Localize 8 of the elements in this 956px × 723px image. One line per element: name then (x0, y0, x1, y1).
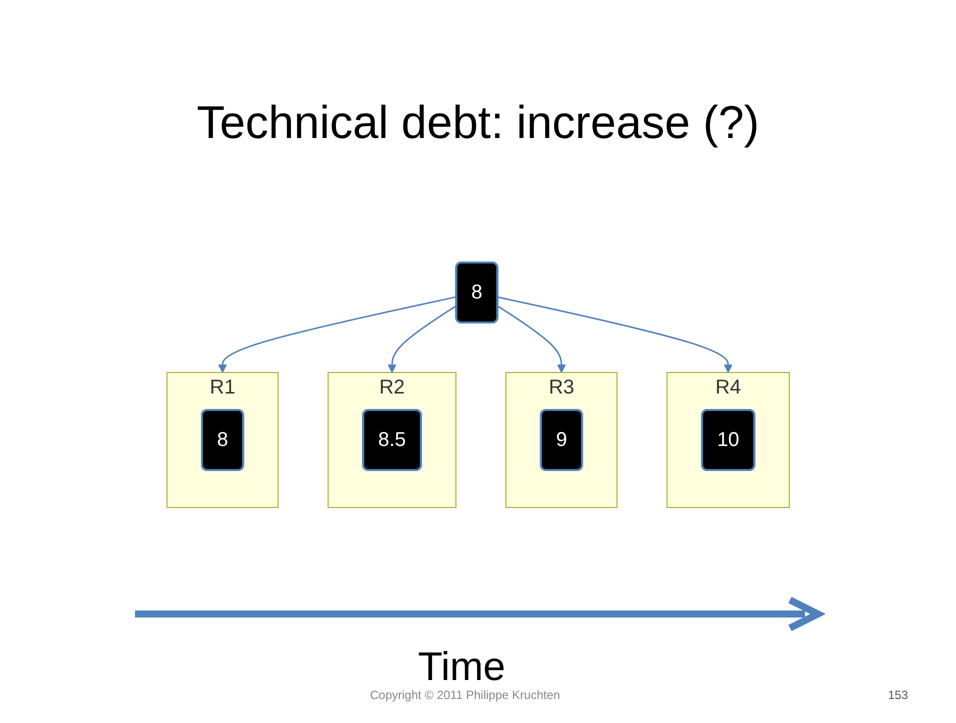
slide-title: Technical debt: increase (?) (196, 95, 760, 149)
arrow (218, 296, 456, 373)
arrow (497, 296, 732, 373)
page-number: 153 (888, 688, 908, 702)
axis-label: Time (418, 645, 506, 690)
arrow (387, 305, 456, 373)
arrow (496, 305, 566, 373)
copyright-note: Copyright © 2011 Philippe Kruchten (370, 688, 560, 702)
